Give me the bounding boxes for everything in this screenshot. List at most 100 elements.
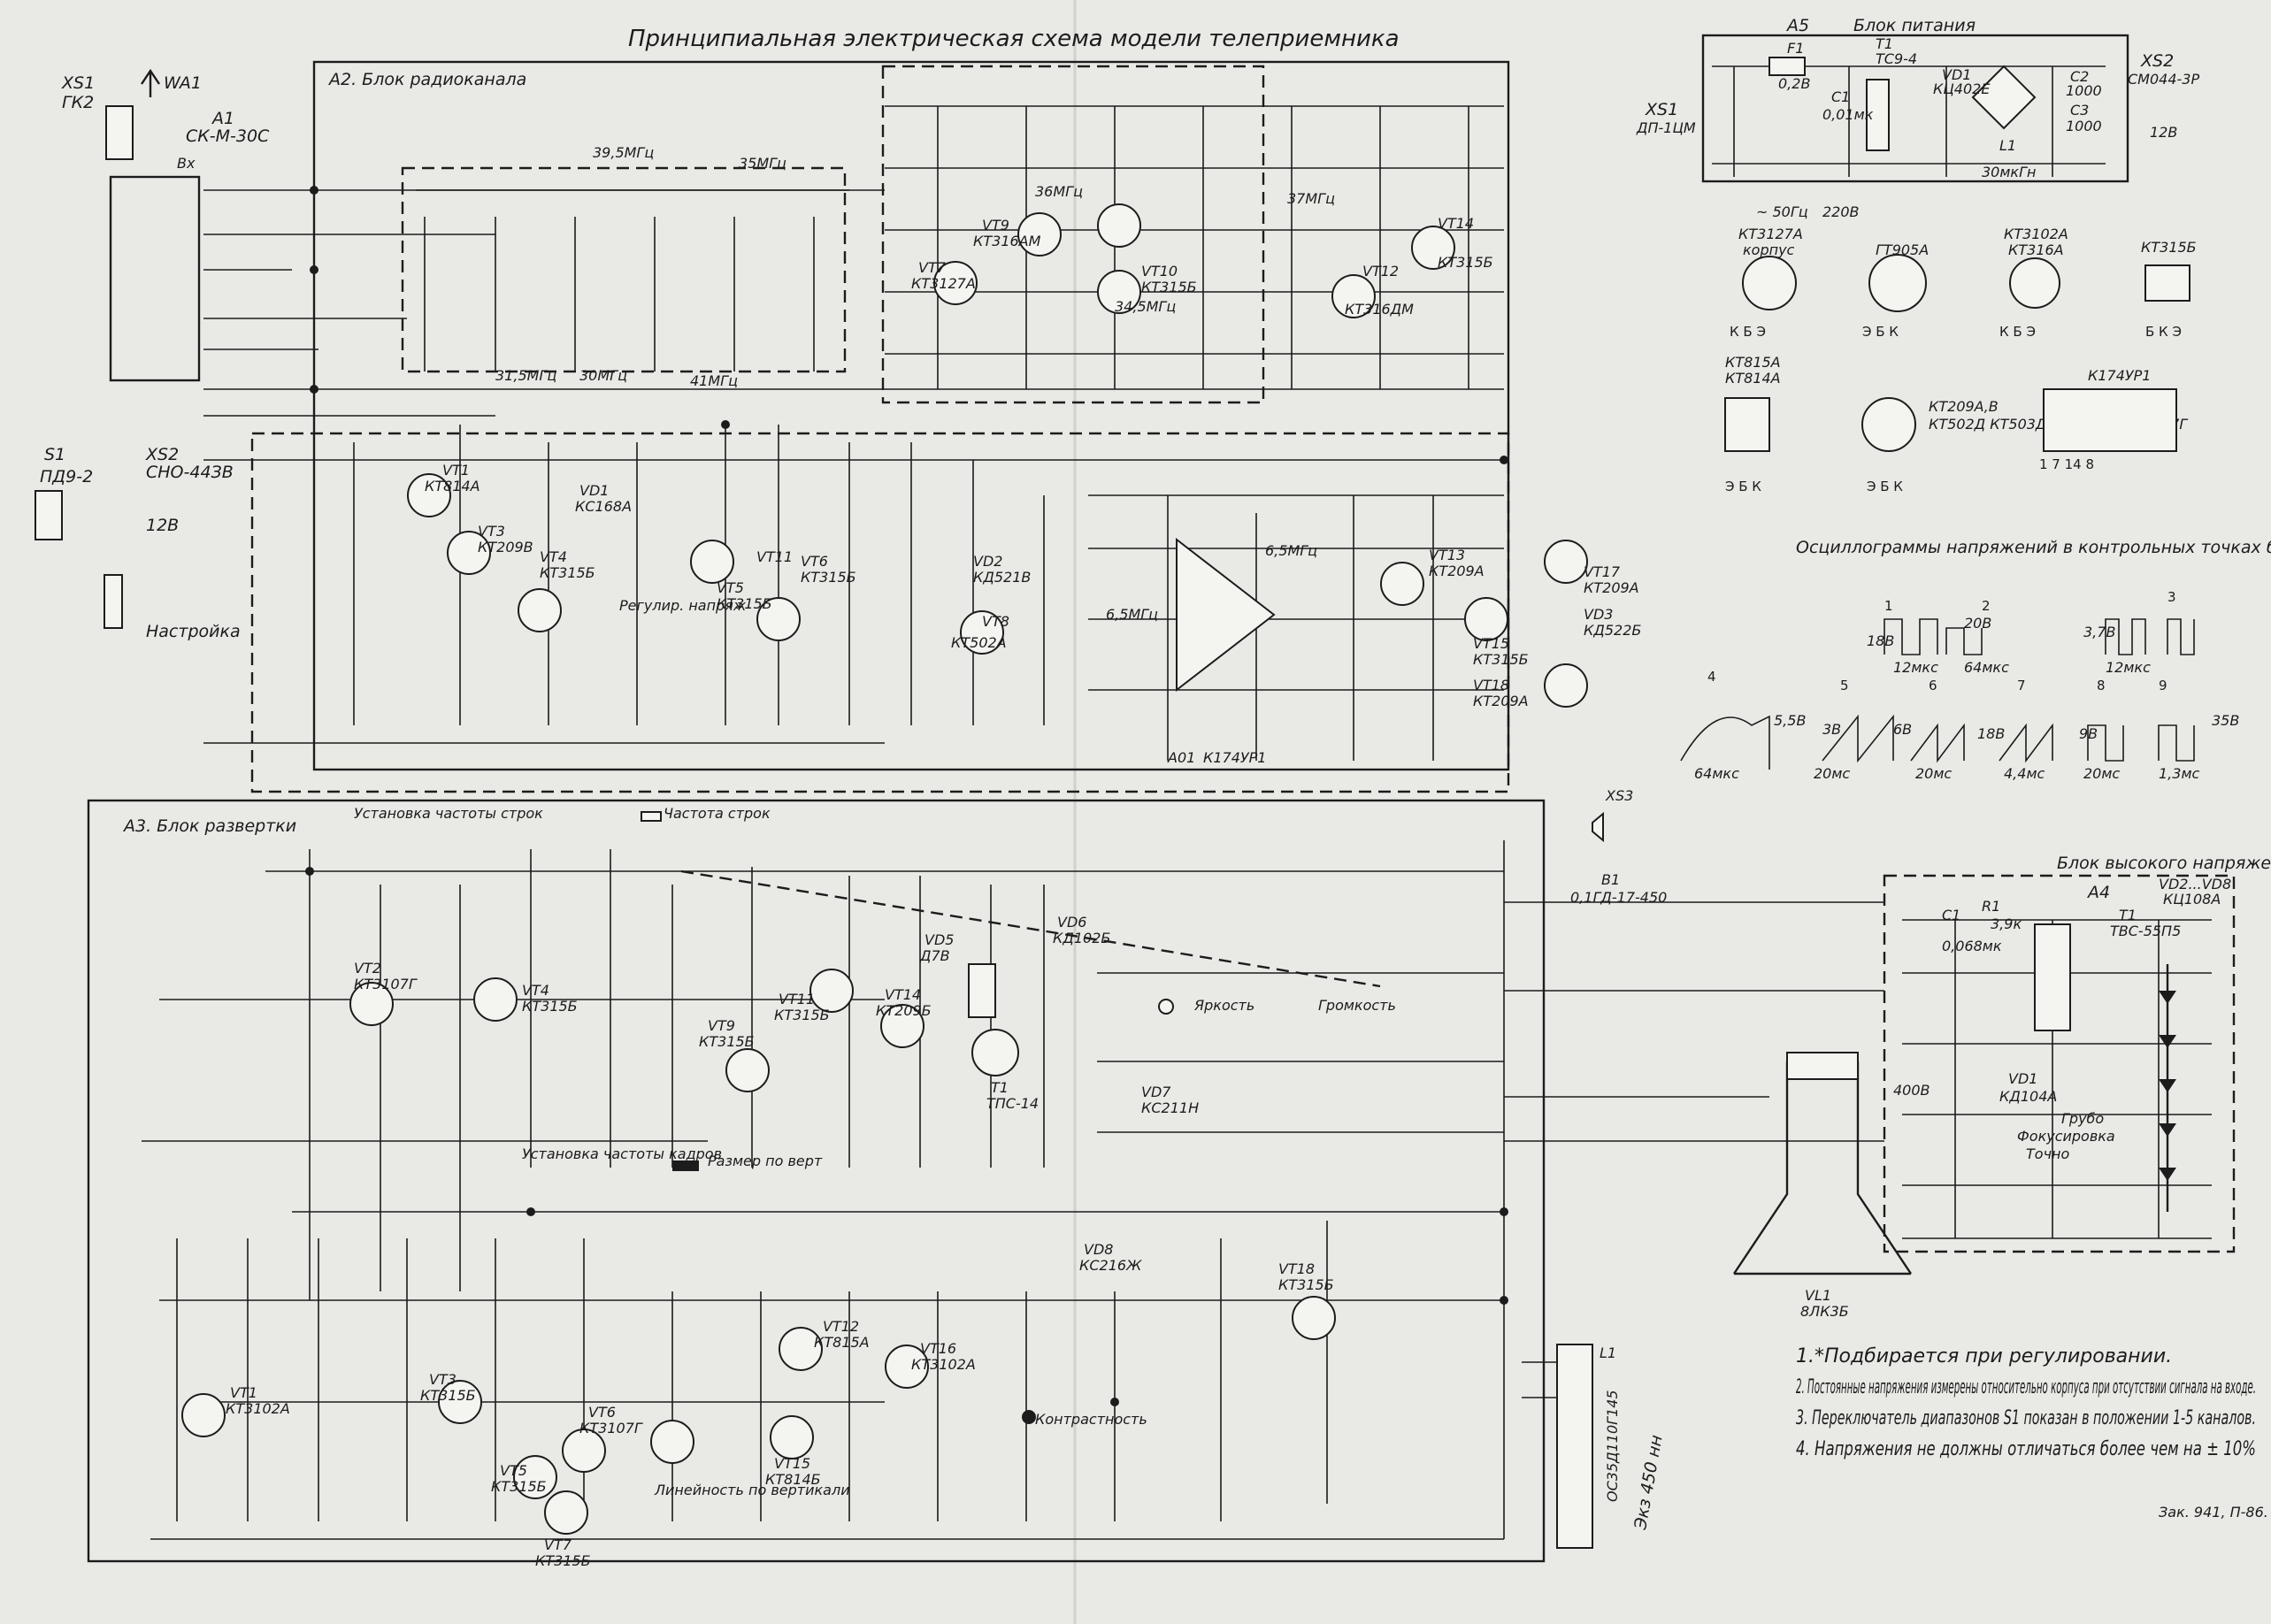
hv-block-label: Блок высокого напряжения <box>2057 854 2271 873</box>
radio-vt17-ref: VT17 <box>1584 563 1621 580</box>
pinout-gt905a-name: ГТ905А <box>1876 241 1929 258</box>
osc-4-n: 4 <box>1707 669 1716 685</box>
tuner-subblock-frame <box>401 166 847 373</box>
power-220v: 220В <box>1822 203 1860 220</box>
xs2-mid-ref: XS2 <box>145 445 179 464</box>
power-12v: 12В <box>2150 124 2177 141</box>
pinout-kt3102a-sub: КТ316А <box>2008 241 2064 258</box>
scan-vt4-symbol <box>473 977 518 1022</box>
power-t1-type: ТС9-4 <box>1876 50 1917 67</box>
scan-vt1-type: КТ3102А <box>226 1400 290 1417</box>
osc-5-n: 5 <box>1840 678 1849 693</box>
pinout-gt905a-icon <box>1868 254 1927 312</box>
radio-vd2-ref: VD2 <box>973 553 1002 570</box>
scan-vd6-type: КС211Н <box>1141 1099 1199 1116</box>
radio-vd2-type: КД521В <box>973 569 1031 586</box>
scan-vt16-type: КТ3102А <box>911 1356 976 1373</box>
ctrl-frame-freq-set: Установка частоты кадров <box>522 1145 722 1162</box>
scan-vt12-type: КТ815А <box>814 1334 870 1351</box>
radio-vt15-type: КТ315Б <box>1473 651 1529 668</box>
pinout-kt3102a-name: КТ3102А <box>2004 226 2068 242</box>
radio-vt13-symbol <box>1380 562 1424 606</box>
a1-type: СК-М-30С <box>186 126 270 146</box>
radio-vt10-symbol <box>1097 203 1141 248</box>
pinout-kt815a-icon <box>1724 397 1770 452</box>
radio-vt3-ref: VT3 <box>478 523 505 540</box>
oscillogram-title: Осциллограммы напряжений в контрольных т… <box>1796 538 2271 557</box>
scan-vt17-ref: T1 <box>991 1079 1009 1096</box>
radio-vt12-type: КТ316ДМ <box>1345 301 1414 318</box>
radio-vt12-ref: VT12 <box>1362 263 1399 280</box>
freq-30: 30МГц <box>579 367 627 384</box>
ctrl-line-freq-set: Установка частоты строк <box>354 805 543 822</box>
scan-vt5-ref: VT5 <box>500 1462 527 1479</box>
osc-7-amp: 18В <box>1977 725 2005 742</box>
pinout-kt315b-icon <box>2144 264 2190 302</box>
radio-vt14-ref: VT14 <box>1438 215 1474 232</box>
power-c1-type: 0,01мк <box>1822 106 1874 123</box>
radio-vt5-symbol <box>690 540 734 584</box>
scan-vt17-symbol <box>971 1029 1019 1076</box>
scan-vt5-symbol <box>513 1455 557 1499</box>
pinout-kt815a-name: КТ815А <box>1725 354 1781 371</box>
scan-vt12-ref: VT12 <box>823 1318 859 1335</box>
hv-coarse: Грубо <box>2061 1110 2104 1127</box>
radio-vt8-type: КТ502А <box>951 634 1007 651</box>
radio-a01-type: К174УР1 <box>1203 749 1266 766</box>
speaker-b1-ref: B1 <box>1601 871 1620 888</box>
xs1-top-ref: XS1 <box>61 73 95 93</box>
hv-c1-ref: C1 <box>1942 907 1960 923</box>
power-rectifier-bridge <box>1971 65 2037 130</box>
radio-a01-opamp <box>1176 537 1276 693</box>
ctrl-contrast: Контрастность <box>1035 1411 1147 1428</box>
s1-type: ПД9-2 <box>40 467 93 486</box>
ctrl-brightness: Яркость <box>1193 997 1254 1014</box>
ctrl-volume: Громкость <box>1318 997 1396 1014</box>
pinout-legend: КТ3127А корпус К Б Э ГТ905А Э Б К КТ3102… <box>1724 226 2197 494</box>
pinout-kt3102a-icon <box>2009 257 2060 309</box>
hv-tvs-transformer <box>2034 923 2071 1031</box>
antenna-socket <box>105 105 134 160</box>
radio-vt8-ref: VT8 <box>982 613 1009 630</box>
pinout-kt3127a-sub: корпус <box>1743 241 1795 258</box>
radio-vt13-ref: VT13 <box>1429 547 1465 563</box>
pinout-kt3127a-pins: К Б Э <box>1730 324 1766 340</box>
reg-voltage-label: Регулир. напряж <box>619 597 747 614</box>
radio-vt3-type: КТ209В <box>478 539 533 555</box>
scan-vd7-ref: VD8 <box>1084 1241 1113 1258</box>
scan-vt11-ref: VT11 <box>779 991 815 1007</box>
vertical-size-pot-icon <box>672 1161 699 1171</box>
radio-transistors <box>407 203 1588 708</box>
freq-36: 36МГц <box>1035 183 1083 200</box>
radio-vt7-ref: VT7 <box>918 259 947 276</box>
radio-vt8-symbol <box>960 610 1004 655</box>
line-freq-pot-icon <box>641 811 662 822</box>
hv-400v: 400В <box>1893 1082 1930 1099</box>
osc-3-n: 3 <box>2167 589 2176 605</box>
freq-395: 39,5МГц <box>593 144 654 161</box>
osc-4-time: 64мкс <box>1694 765 1739 782</box>
radio-vt14-type: КТ315Б <box>1438 254 1493 271</box>
osc-2-time: 64мкс <box>1964 659 2009 676</box>
notes-block: 1.*Подбирается при регулировании. 2. Пос… <box>1630 1345 2268 1532</box>
scan-wiring <box>142 840 1884 1540</box>
tuning-resistor <box>104 574 123 629</box>
radio-vt14-symbol <box>1411 226 1455 270</box>
speaker-b1-type: 0,1ГД-17-450 <box>1570 889 1667 906</box>
yoke-l1-ref: L1 <box>1600 1344 1616 1361</box>
pinout-kt315b-pins: Б К Э <box>2145 324 2182 340</box>
radio-vt7-symbol <box>933 261 978 305</box>
note-3: 3. Переключатель диапазонов S1 показан в… <box>1796 1407 2256 1429</box>
radio-vt4-type: КТ315Б <box>540 564 595 581</box>
radio-vt1-ref: VT1 <box>442 462 470 479</box>
osc-1-amp: 18В <box>1867 632 1894 649</box>
scan-vt4-type: КТ315Б <box>522 998 578 1015</box>
power-xs1-ref: XS1 <box>1645 100 1678 119</box>
scan-vt1-ref: VT1 <box>230 1384 257 1401</box>
hv-vd1-type: КД104А <box>1999 1088 2057 1105</box>
radio-vt9-symbol <box>1017 212 1062 257</box>
osc-7-n: 7 <box>2017 678 2026 693</box>
pinout-k174ur1-name: К174УР1 <box>2088 367 2151 384</box>
osc-7-time: 4,4мс <box>2004 765 2045 782</box>
scan-vt2-ref: VT2 <box>354 960 381 977</box>
